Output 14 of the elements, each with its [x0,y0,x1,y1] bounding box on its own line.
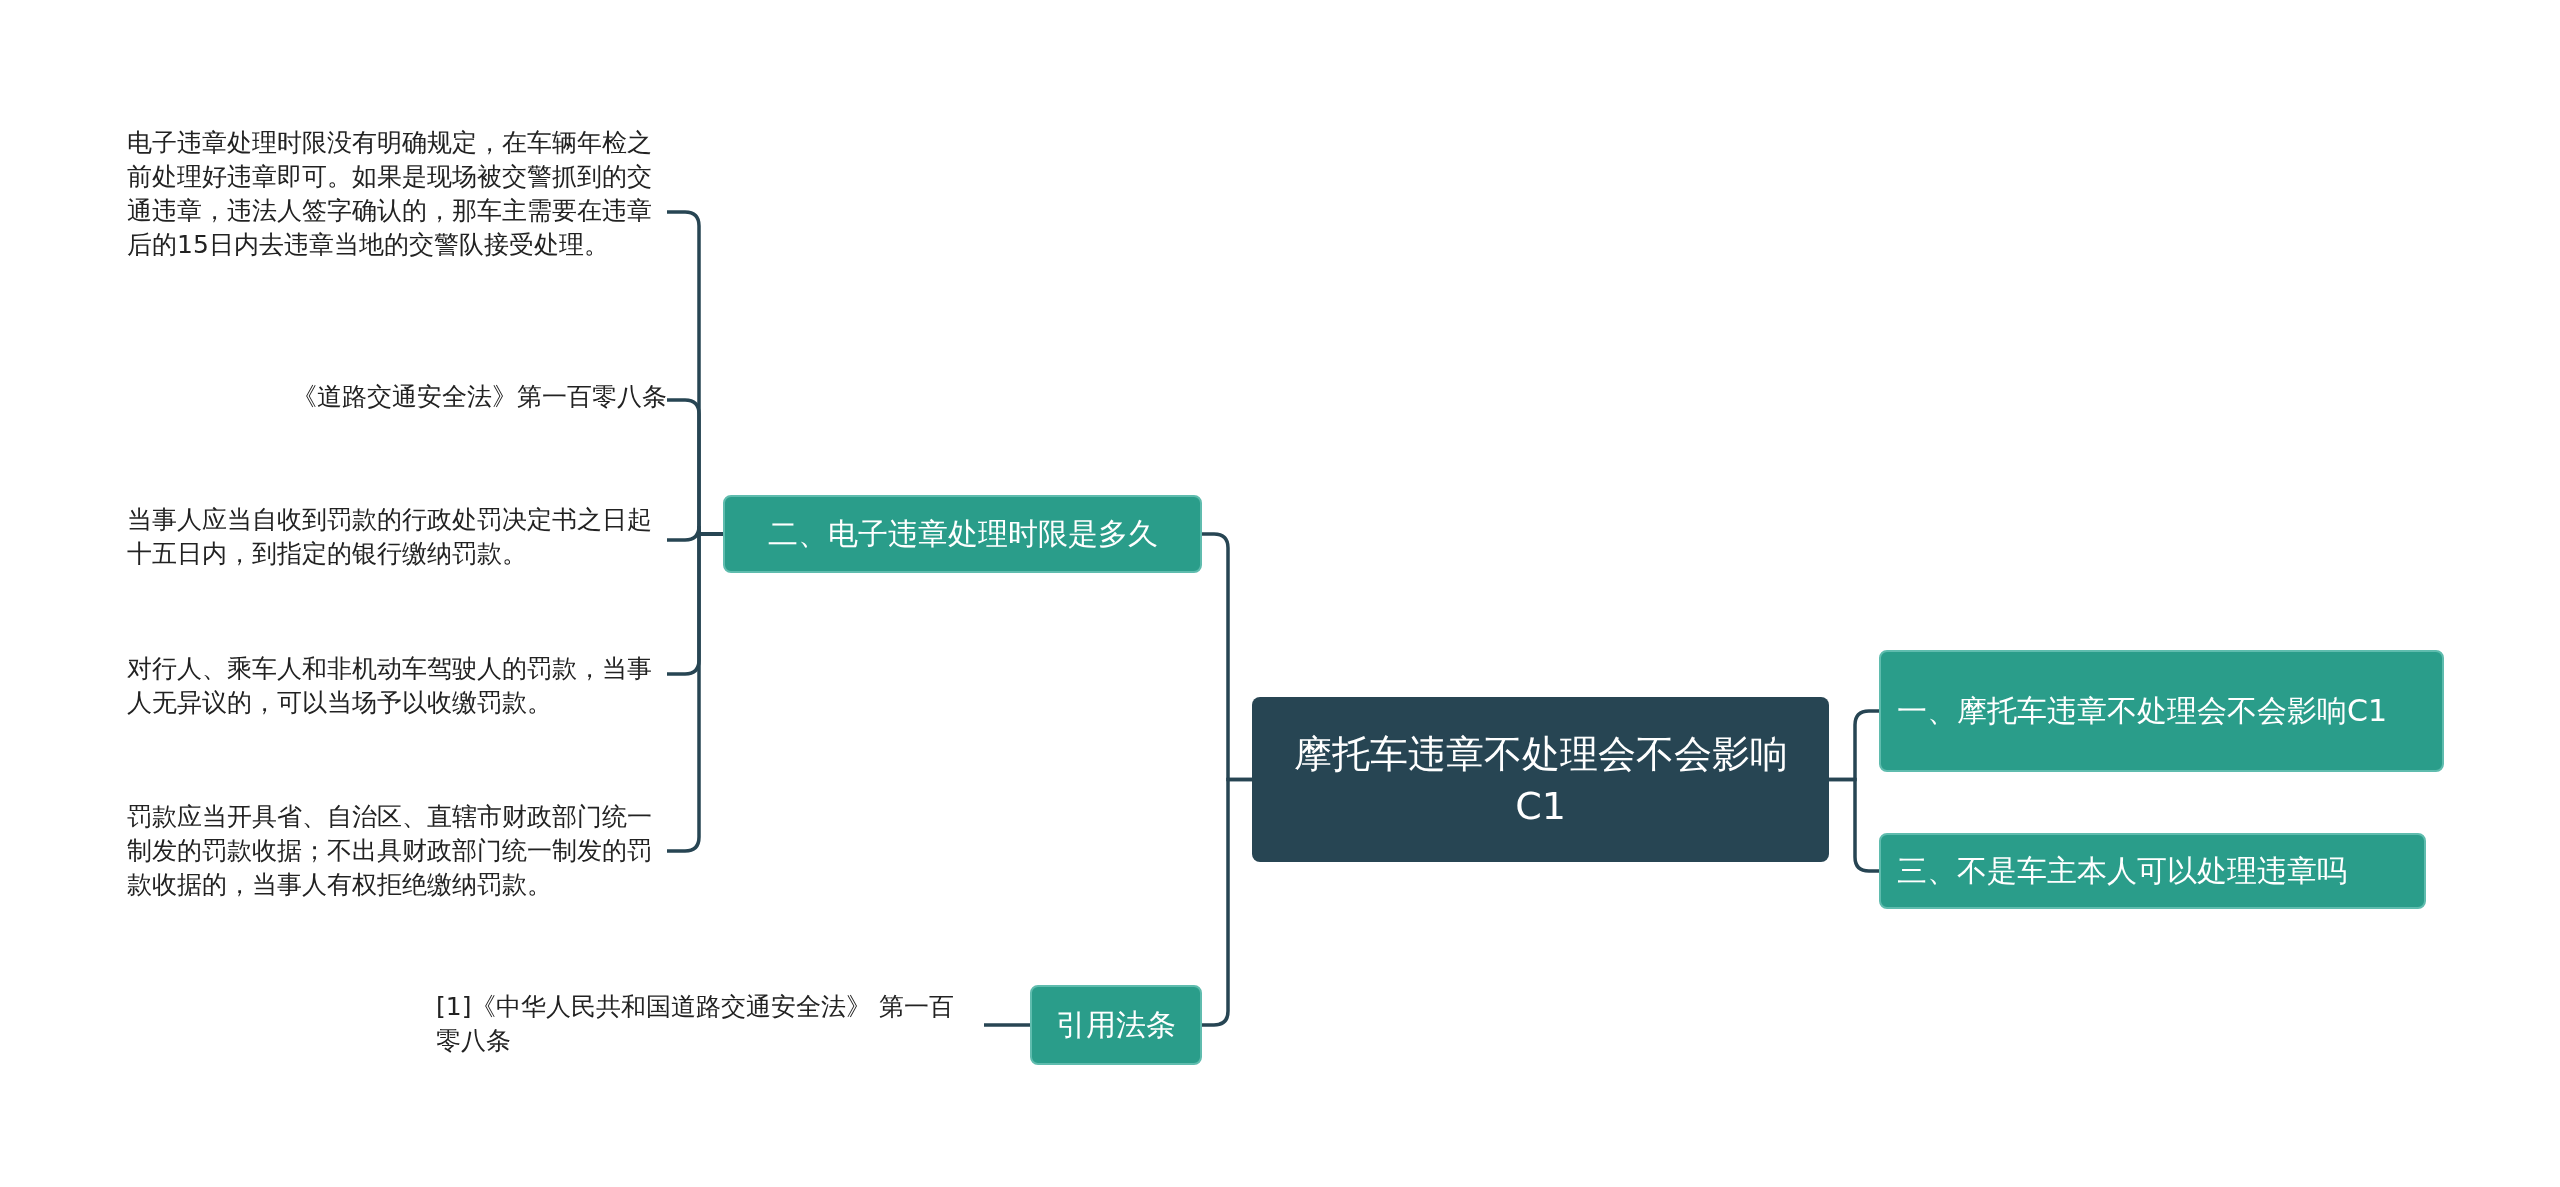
note-text: 当事人应当自收到罚款的行政处罚决定书之日起十五日内，到指定的银行缴纳罚款。 [127,503,667,571]
branch-box: 二、电子违章处理时限是多久 [723,495,1202,573]
topic-box: 摩托车违章不处理会不会影响C1 [1252,697,1829,862]
note-text: 《道路交通安全法》第一百零八条 [127,380,667,414]
note-text: 电子违章处理时限没有明确规定，在车辆年检之前处理好违章即可。如果是现场被交警抓到的交通违章，违法人签字确认的，那车主需要在违章后的15日内去违章当地的交警队接受处理。 [127,126,667,262]
branch-box: 一、摩托车违章不处理会不会影响C1 [1879,650,2444,772]
connector-line [1829,777,1879,873]
note-text: 罚款应当开具省、自治区、直辖市财政部门统一制发的罚款收据；不出具财政部门统一制发的罚款收据的，当事人有权拒绝缴纳罚款。 [127,800,667,902]
connector-line [984,1023,1030,1027]
note-text: [1]《中华人民共和国道路交通安全法》 第一百零八条 [436,990,976,1058]
branch-box: 三、不是车主本人可以处理违章吗 [1879,833,2426,909]
branch-box: 引用法条 [1030,985,1202,1065]
connector-line [1202,777,1252,1027]
note-text: 对行人、乘车人和非机动车驾驶人的罚款，当事人无异议的，可以当场予以收缴罚款。 [127,652,667,720]
